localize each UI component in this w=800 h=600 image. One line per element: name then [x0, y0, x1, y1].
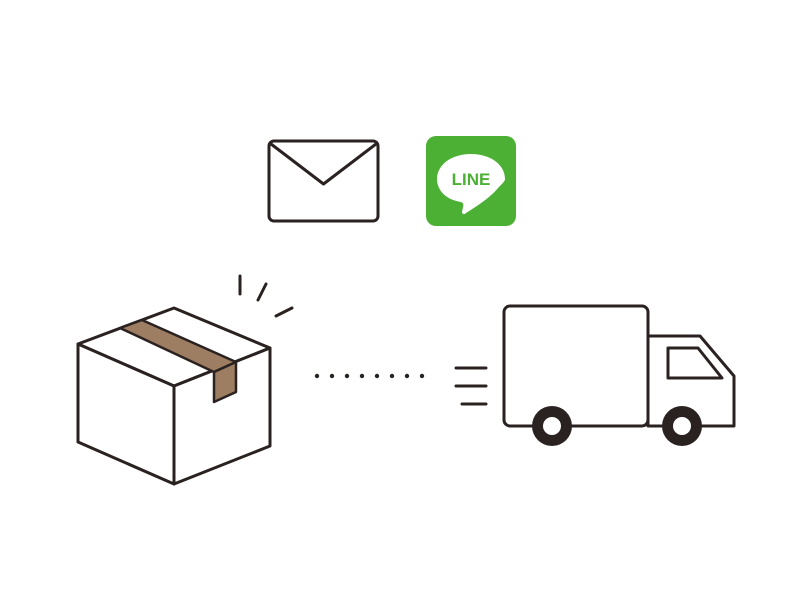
box-tape-side	[212, 360, 238, 404]
attention-marks	[238, 274, 294, 318]
speed-lines	[454, 366, 488, 406]
line-app-icon: LINE	[426, 136, 516, 226]
truck-window	[666, 346, 724, 380]
line-speech-bubble	[437, 154, 505, 215]
dotted-connector	[310, 368, 430, 384]
package-box-icon	[70, 270, 310, 492]
line-logo-text: LINE	[452, 170, 491, 189]
mail-icon	[266, 138, 381, 224]
delivery-truck-icon	[448, 298, 743, 458]
truck-wheels	[532, 406, 702, 446]
